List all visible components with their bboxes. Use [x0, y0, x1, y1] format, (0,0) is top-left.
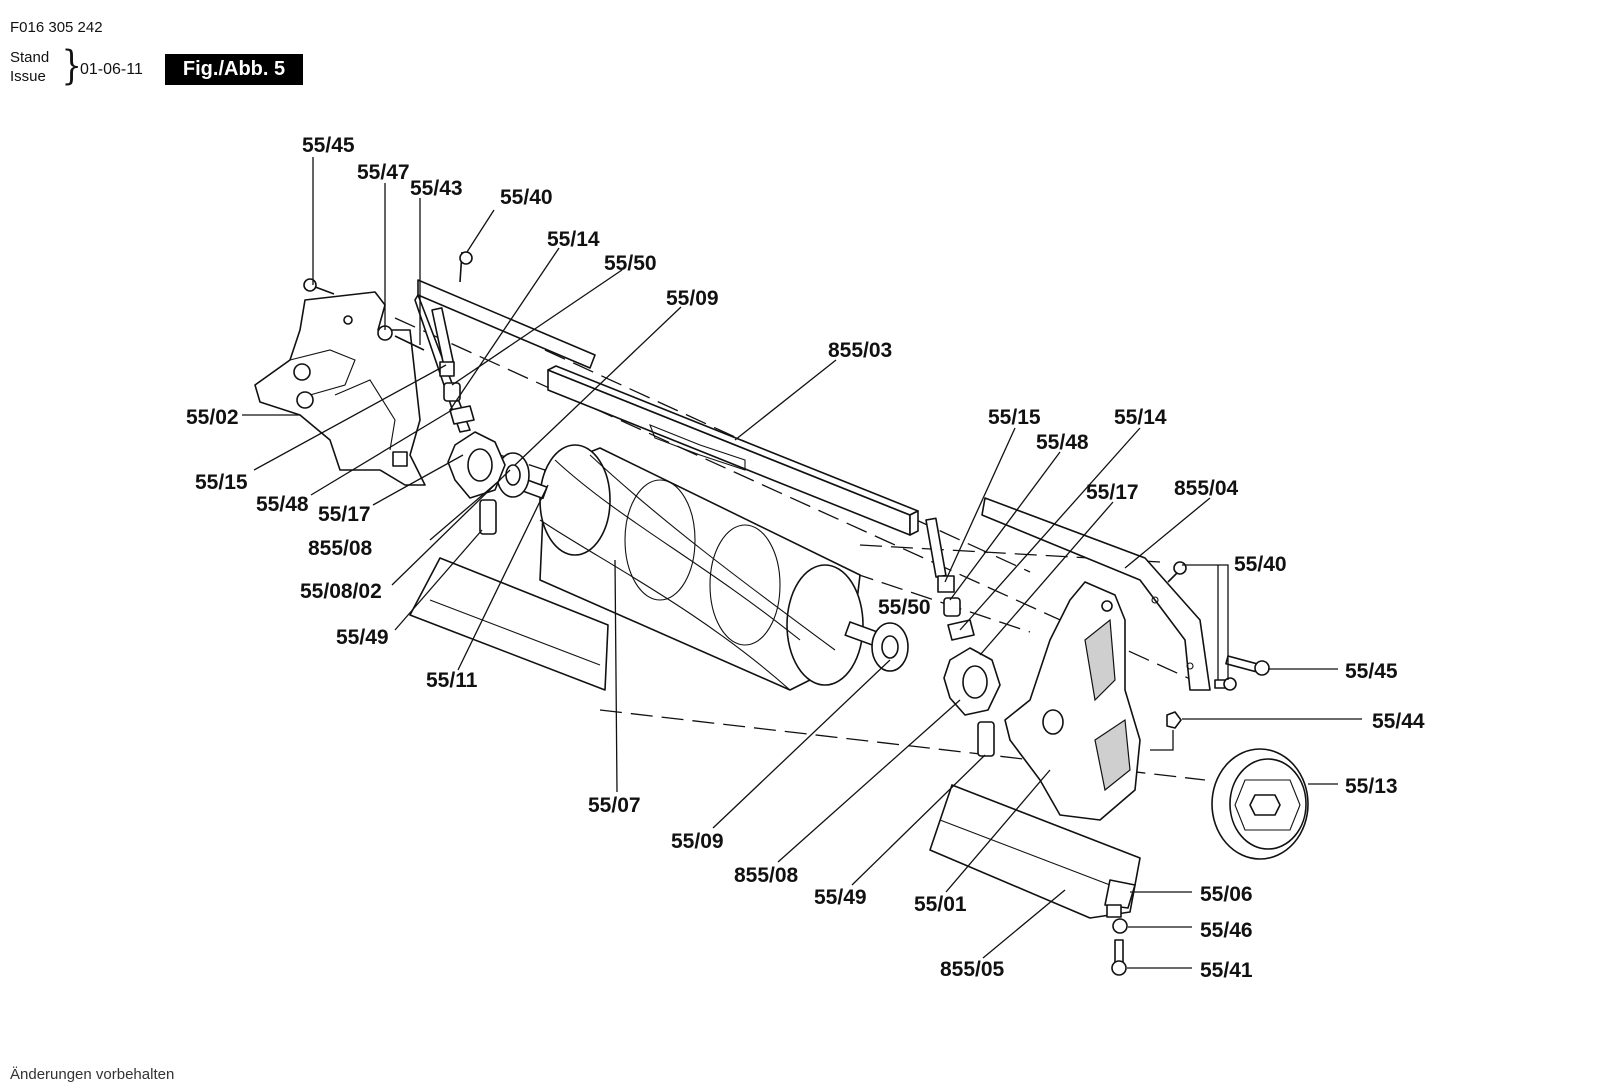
right-side-plate — [1004, 581, 1141, 821]
callout-855-04: 855/04 — [1174, 477, 1239, 500]
issue-date: 01-06-11 — [80, 61, 143, 78]
callout-55-15-left: 55/15 — [195, 471, 248, 494]
callout-55-49-right: 55/49 — [814, 886, 867, 909]
callout-55-07: 55/07 — [588, 794, 641, 817]
callout-55-44: 55/44 — [1372, 710, 1425, 733]
callout-55-14-left: 55/14 — [547, 228, 600, 251]
callout-55-47: 55/47 — [357, 161, 410, 184]
callout-55-50-left: 55/50 — [604, 252, 657, 275]
callout-55-45-top: 55/45 — [302, 134, 355, 157]
issue-block: Stand Issue } 01-06-11 — [10, 46, 160, 90]
callout-855-08-left: 855/08 — [308, 537, 373, 560]
callout-55-46: 55/46 — [1200, 919, 1253, 942]
callout-55-01: 55/01 — [914, 893, 967, 916]
wheel-55-13 — [1211, 748, 1309, 860]
star-nut-left — [447, 431, 506, 499]
left-small-parts — [303, 251, 497, 535]
callout-855-03: 855/03 — [828, 339, 892, 362]
callout-55-11: 55/11 — [426, 669, 478, 692]
callout-55-17-left: 55/17 — [318, 503, 371, 526]
callout-55-06: 55/06 — [1200, 883, 1253, 906]
footer-note: Änderungen vorbehalten — [10, 1066, 175, 1083]
callout-855-05: 855/05 — [940, 958, 1005, 981]
callout-55-17-right: 55/17 — [1086, 481, 1139, 504]
callout-55-02: 55/02 — [186, 406, 239, 429]
callout-55-08-02: 55/08/02 — [300, 580, 382, 603]
cutting-reel-55-07 — [495, 444, 908, 691]
lower-front-blade-left — [409, 557, 609, 691]
issue-label-stand: Stand — [10, 49, 50, 66]
leader-lines — [242, 157, 1362, 969]
callout-55-48-left: 55/48 — [256, 493, 309, 516]
callout-55-15-right: 55/15 — [988, 406, 1041, 429]
document-number: F016 305 242 — [10, 19, 103, 36]
figure-badge: Fig./Abb. 5 — [165, 54, 303, 85]
callout-55-40-top: 55/40 — [500, 186, 553, 209]
callout-55-14-right: 55/14 — [1114, 406, 1167, 429]
square-bar-855-03 — [547, 365, 919, 536]
callout-55-40-right: 55/40 — [1234, 553, 1287, 576]
callout-55-50-right: 55/50 — [878, 596, 931, 619]
callout-855-08-right: 855/08 — [734, 864, 799, 887]
callout-55-49-left: 55/49 — [336, 626, 389, 649]
brace-glyph: } — [61, 43, 82, 89]
callout-labels: 55/45 55/47 55/43 55/40 55/14 55/50 55/0… — [186, 134, 1425, 982]
callout-55-09-bottom: 55/09 — [671, 830, 724, 853]
callout-55-43: 55/43 — [410, 177, 463, 200]
star-nut-right — [943, 647, 1001, 716]
callout-55-09-top: 55/09 — [666, 287, 719, 310]
right-upper-rail — [981, 497, 1211, 691]
issue-label-issue: Issue — [10, 68, 46, 85]
right-fasteners — [1106, 561, 1270, 976]
callout-55-48-right: 55/48 — [1036, 431, 1089, 454]
callout-55-13: 55/13 — [1345, 775, 1398, 798]
callout-55-45-right: 55/45 — [1345, 660, 1398, 683]
right-small-parts — [925, 517, 995, 757]
callout-55-41: 55/41 — [1200, 959, 1253, 982]
